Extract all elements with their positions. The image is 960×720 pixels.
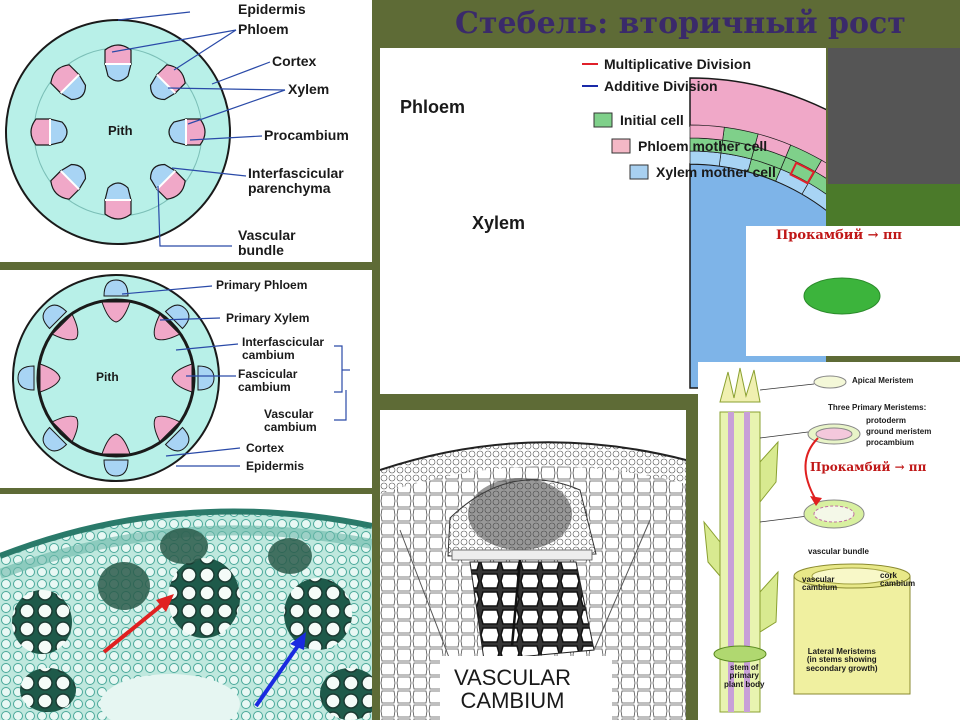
stem-cross-section-diagram: [5, 11, 286, 247]
label-procambium-meristem: procambium: [866, 438, 915, 447]
legend-swatch: [629, 164, 649, 180]
legend-label: Additive Division: [604, 78, 718, 94]
vascular-cambium-ring: [36, 298, 196, 458]
label-xylem-band: Xylem: [472, 213, 526, 233]
legend-label: Phloem mother cell: [638, 138, 767, 154]
slide-title: Стебель: вторичный рост: [455, 6, 906, 41]
primary-phloem-shape: [164, 426, 190, 452]
vascular-bundles: [30, 44, 206, 220]
primary-phloem-shape: [164, 304, 190, 330]
primary-phloem-shape: [42, 426, 68, 452]
primary-phloem-shape: [42, 304, 68, 330]
primary-phloem-shape: [197, 365, 215, 391]
primary-xylem-shape: [39, 363, 61, 393]
primary-xylem-shape: [51, 415, 79, 443]
label-interfascicular-parenchyma: Interfascicular parenchyma: [248, 165, 344, 196]
label-ground-meristem: ground meristem: [866, 427, 932, 436]
label-apical-meristem: Apical Meristem: [852, 376, 914, 385]
vascular-bundle-shape: [30, 118, 68, 146]
panel-meristems: Apical Meristem Three Primary Meristems:…: [698, 362, 960, 720]
meristems-diagram: [703, 367, 911, 713]
label-pith-2: Pith: [96, 370, 119, 384]
label-phloem-band: Phloem: [400, 97, 466, 117]
vascular-bundle-shape: [104, 182, 132, 220]
red-arrow: [102, 598, 170, 654]
label-phloem: Phloem: [238, 21, 289, 37]
xylem-vessels: [12, 590, 72, 654]
primary-xylem-shape: [101, 301, 131, 323]
primary-phloem-shape: [103, 459, 129, 477]
label-vascular-cambium-2: vascular cambium: [802, 575, 838, 593]
legend-label: Xylem mother cell: [656, 164, 776, 180]
legend-swatch: [611, 138, 631, 154]
label-cortex: Cortex: [272, 53, 317, 69]
cambium-pointer: [510, 559, 522, 647]
panel-micrograph: [0, 494, 372, 720]
label-vascular-cambium-big: VASCULAR CAMBIUM: [454, 665, 571, 714]
label-lateral-meristems: Lateral Meristems (in stems showing seco…: [806, 647, 878, 673]
label-vascular-cambium: Vascular cambium: [264, 407, 317, 434]
panel-stem-cross-section: Epidermis Phloem Cortex Xylem Pith Proca…: [0, 0, 372, 262]
vascular-bundle-shape: [50, 163, 87, 200]
cambial-cell: [689, 124, 725, 141]
label-fascicular-cambium: Fascicular cambium: [238, 367, 298, 394]
cambium-diagram: [12, 274, 350, 482]
label-procambium: Procambium: [264, 127, 349, 143]
label-cortex-2: Cortex: [246, 441, 285, 455]
label-stem-primary: stem of primary plant body: [724, 663, 765, 689]
legend-label: Initial cell: [620, 112, 684, 128]
multiplicative-division-mark: [789, 161, 816, 185]
legend-label: Multiplicative Division: [604, 56, 751, 72]
label-cork-cambium: cork cambium: [880, 571, 916, 589]
label-xylem: Xylem: [288, 81, 330, 97]
panel-cambium-development: Primary Phloem Primary Xylem Interfascic…: [0, 270, 372, 488]
label-pith: Pith: [108, 123, 133, 138]
label-interfascicular-cambium: Interfascicular cambium: [242, 335, 325, 362]
vascular-cambium-drawing: [380, 441, 686, 720]
decor-gray-block: [828, 48, 960, 184]
primary-xylem-shape: [101, 433, 131, 455]
primary-phloem-shape: [103, 279, 129, 297]
primary-xylem-shape: [153, 313, 181, 341]
procambium-caption-2: Прокамбий → пп: [810, 460, 927, 474]
primary-phloem-shape: [17, 365, 35, 391]
phloem-band: [689, 77, 826, 166]
legend-swatch: [593, 112, 613, 128]
procambium-strand: [803, 277, 881, 315]
label-vascular-bundle-2: vascular bundle: [808, 547, 869, 556]
primary-xylem-shape: [51, 313, 79, 341]
label-primary-phloem: Primary Phloem: [216, 278, 308, 292]
micrograph-image: [0, 494, 372, 720]
primary-bundles: [17, 279, 215, 477]
primary-xylem-shape: [153, 415, 181, 443]
cambial-cells: [689, 124, 826, 211]
primary-xylem-shape: [171, 363, 193, 393]
blue-arrow: [254, 638, 304, 708]
panel-procambium: Прокамбий → пп: [746, 226, 960, 356]
label-vascular-bundle: Vascular bundle: [238, 227, 296, 258]
vascular-bundle-shape: [50, 64, 87, 101]
procambium-diagram: [803, 277, 881, 315]
vascular-bundle-shape: [168, 118, 206, 146]
label-three-primary: Three Primary Meristems:: [828, 403, 927, 412]
label-epidermis: Epidermis: [238, 1, 306, 17]
label-protoderm: protoderm: [866, 416, 906, 425]
procambium-caption: Прокамбий → пп: [776, 228, 903, 243]
panel-vascular-cambium-drawing: VASCULAR CAMBIUM: [380, 410, 686, 720]
label-primary-xylem: Primary Xylem: [226, 311, 310, 325]
label-epidermis-2: Epidermis: [246, 459, 305, 473]
vascular-bundle-shape: [149, 64, 186, 101]
